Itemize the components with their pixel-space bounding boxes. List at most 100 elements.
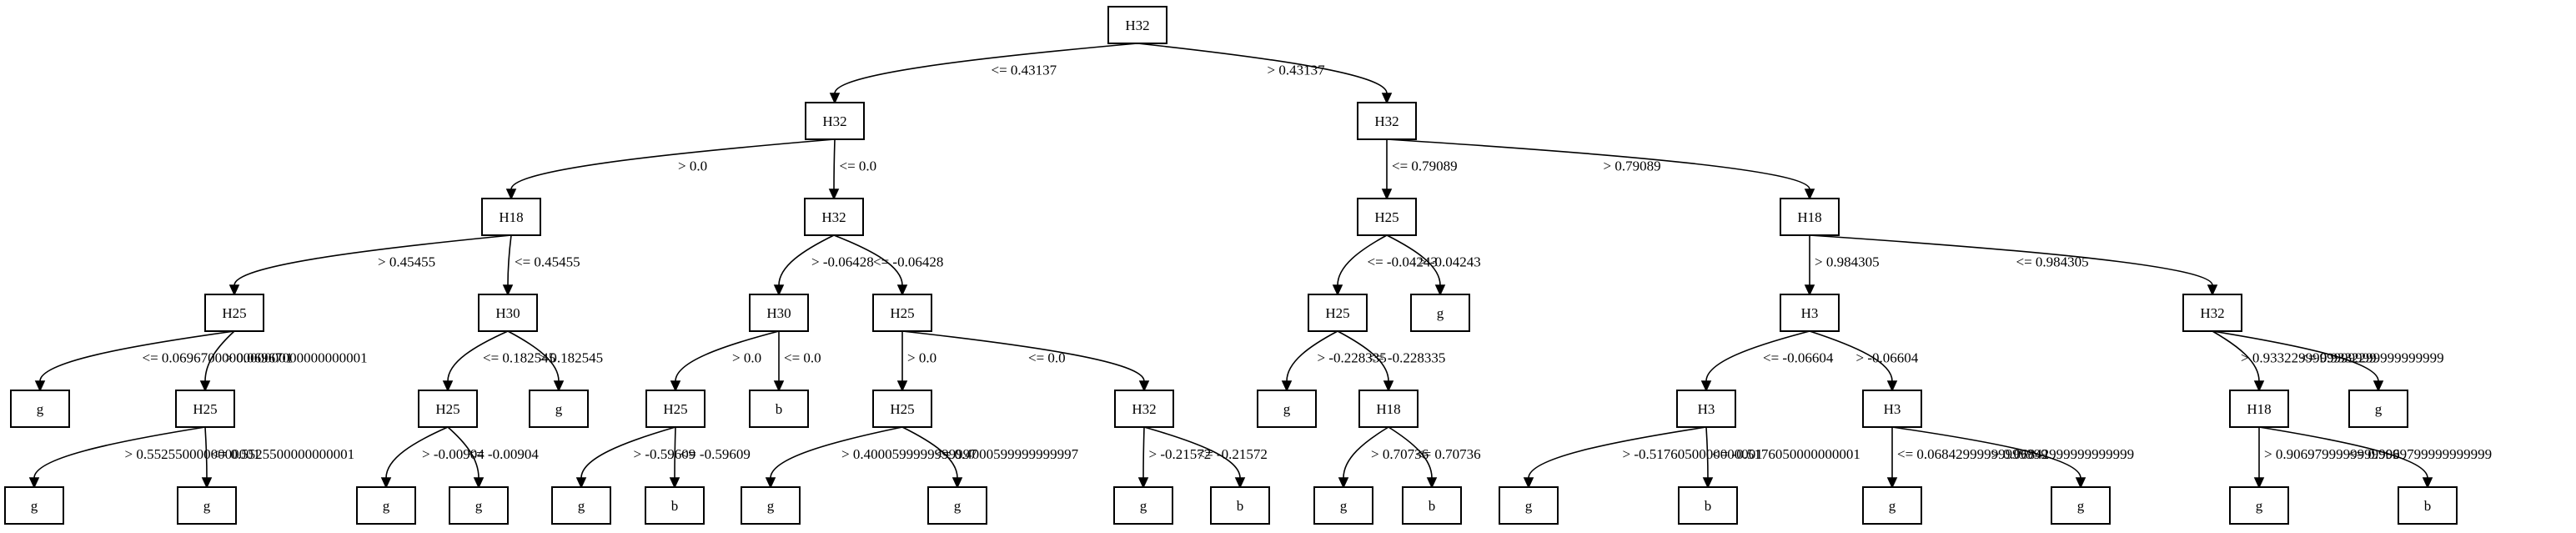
edge-condition-label: > 0.0 [732,350,761,366]
node-label: g [1340,498,1348,514]
edge-condition-label: <= -0.06428 [873,254,943,270]
node-label: b [1705,498,1712,514]
node-box [1313,486,1373,525]
edge-n25-n41: > -0.5176050000000001 [1523,426,1763,489]
node-box [1357,102,1417,140]
leaf-node-g: g [177,486,237,525]
edge-line [901,426,958,479]
edge-n1-n3: > 0.0 [505,138,836,200]
edge-condition-label: <= 0.06967000000000001 [143,350,294,366]
edge-n19-n34: <= -0.59609 [669,426,751,489]
edge-line [385,426,449,479]
edge-line [1137,43,1388,94]
edge-line [1809,330,1893,382]
edge-condition-label: > 0.06842999999999999 [1991,446,2134,462]
edge-condition-label: > -0.21572 [1149,446,1212,462]
split-node-h30: H30 [749,294,809,332]
node-label: H3 [1698,401,1715,417]
edge-line [770,426,903,479]
split-node-h32: H32 [1357,102,1417,140]
edge-condition-label: > 0.43137 [1268,63,1326,78]
leaf-node-g: g [2051,486,2111,525]
arrowhead-icon [2373,380,2384,392]
edge-condition-label: > 0.0 [907,350,936,366]
leaf-node-g: g [529,390,589,428]
node-box [805,102,865,140]
arrowhead-icon [765,477,776,489]
edge-n0-n2: > 0.43137 [1137,43,1393,104]
split-node-h25: H25 [1357,198,1417,236]
node-box [872,390,932,428]
edge-condition-label: > -0.04243 [1419,254,1481,270]
edge-n6-n14: <= 0.984305 [1809,234,2218,296]
edge-condition-label: > -0.5176050000000001 [1623,446,1763,462]
edge-n22-n37: > -0.21572 [1137,426,1212,489]
edge-condition-label: > 0.79089 [1604,158,1661,174]
edge-condition-label: <= -0.06604 [1763,350,1834,366]
edge-line [507,330,560,382]
leaf-node-g: g [449,486,509,525]
split-node-h18: H18 [1358,390,1419,428]
node-box [1780,198,1840,236]
node-label: H3 [1801,305,1819,321]
arrowhead-icon [1523,477,1534,489]
node-label: H25 [222,305,246,321]
node-box [1676,390,1736,428]
arrowhead-icon [896,284,908,296]
arrowhead-icon [829,93,841,104]
node-box [529,390,589,428]
arrowhead-icon [828,189,840,200]
leaf-node-b: b [1402,486,1462,525]
arrowhead-icon [1434,284,1446,296]
node-label: H32 [1374,113,1398,129]
node-box [1107,6,1167,44]
edge-condition-label: <= 0.984305 [2016,254,2089,270]
split-node-h32: H32 [1114,390,1174,428]
edge-condition-label: > -0.59609 [634,446,696,462]
edge-condition-label: > -0.228335 [1318,350,1387,366]
node-box [356,486,416,525]
node-box [2229,390,2289,428]
node-box [1257,390,1317,428]
arrowhead-icon [34,380,46,392]
split-node-h3: H3 [1780,294,1840,332]
node-box [2348,390,2408,428]
edge-n21-n35: > 0.4000599999999997 [765,426,977,489]
node-label: g [203,498,211,514]
leaf-node-g: g [1410,294,1470,332]
node-box [1308,294,1368,332]
edge-n19-n33: > -0.59609 [575,426,696,489]
node-label: H32 [1132,401,1156,417]
leaf-node-g: g [10,390,70,428]
edge-n11-n23: > -0.228335 [1281,330,1387,392]
node-box [478,294,538,332]
edge-condition-label: <= -0.21572 [1198,446,1268,462]
edge-n7-n15: <= 0.06967000000000001 [34,330,294,392]
edge-n6-n13: > 0.984305 [1804,235,1880,296]
edge-condition-label: <= -0.00904 [469,446,540,462]
node-box [749,390,809,428]
node-box [1114,390,1174,428]
leaf-node-g: g [2229,486,2289,525]
edge-condition-label: > 0.0 [678,158,707,174]
node-box [645,390,706,428]
node-box [1678,486,1738,525]
node-box [2051,486,2111,525]
node-label: g [954,498,962,514]
split-node-h25: H25 [418,390,478,428]
edge-line [675,330,780,382]
edge-n16-n29: > 0.5525500000000001 [28,426,260,489]
edge-line [2212,330,2260,382]
edge-condition-label: > 0.9332299999999999 [2241,350,2377,366]
arrowhead-icon [669,477,680,489]
node-label: H25 [890,401,914,417]
node-label: H18 [499,209,523,225]
node-label: g [37,401,44,417]
leaf-node-g: g [1113,486,1173,525]
arrowhead-icon [1804,284,1815,296]
arrowhead-icon [1281,380,1293,392]
node-box [749,294,809,332]
node-label: g [1889,498,1896,514]
